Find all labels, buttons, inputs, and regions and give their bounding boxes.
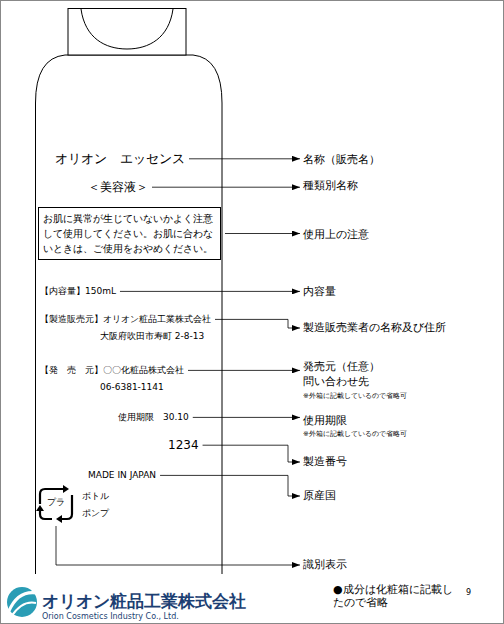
leader-line [215,319,300,328]
company-name-en: Orion Cosmetics Industry Co., Ltd. [42,612,179,622]
callout-label: 使用期限 [303,414,347,427]
origin-country: MADE IN JAPAN [88,470,156,481]
leader-line [152,187,300,188]
recycle-arrow [40,511,52,519]
note-text: ※外箱に記載しているので省略可 [303,392,407,400]
caution-box: お肌に異常が生じていないかよく注意 して使用してください。お肌に合わな いときは… [38,207,221,260]
recycle-head [63,485,69,493]
leader-line [193,417,300,418]
page-number: 9 [466,588,471,598]
callout-label: 識別表示 [303,558,347,571]
manufacturer-address: 大阪府吹田市寿町 2-8-13 [100,331,204,342]
lot-number: 1234 [168,438,199,452]
expiry-date: 使用期限 30.10 [118,412,189,423]
leader-line [120,291,300,292]
material-text: ボトル [82,491,109,502]
callout-label: 名称（販売名） [303,153,380,166]
logo-disc [7,587,37,617]
category-name: ＜美容液＞ [88,180,148,194]
leader-line [225,233,300,234]
bottle-cap [68,9,186,56]
leader-line [56,526,300,565]
bottle-outline: オリオン エッセンス ＜美容液＞ 【内容量】150mL 【製造販売元】オリオン粧品工業… [35,8,223,578]
leader-line [189,158,300,159]
content-volume: 【内容量】150mL [40,286,116,297]
callout-label: 問い合わせ先 [303,375,369,388]
callout-label: 発売元（任意） [303,360,380,373]
callout-label: 製造販売業者の名称及び住所 [303,321,446,334]
leader-line [160,475,300,496]
distributor: 【発 売 元】〇〇化粧品株式会社 [40,365,184,376]
material-text: ポンプ [82,508,109,519]
note-text: ●成分は化粧箱に記載し たので省略 [333,583,457,609]
recycle-symbol [36,485,72,523]
cap-curve [81,9,173,49]
callout-label: 使用上の注意 [303,228,369,241]
phone-number: 06-6381-1141 [100,382,164,393]
bottle-body [36,55,223,574]
callout-label: 種類別名称 [303,179,358,192]
logo-swoosh [11,603,36,617]
callout-label: 原産国 [303,489,336,502]
recycle-head [36,505,44,511]
caution-text: お肌に異常が生じていないかよく注意 して使用してください。お肌に合わな いときは… [43,211,216,256]
recycle-head [56,515,62,523]
leader-line [188,370,300,371]
company-logo [7,587,37,617]
company-name: オリオン粧品工業株式会社 [42,591,246,611]
product-name: オリオン エッセンス [55,151,185,167]
manufacturer: 【製造販売元】オリオン粧品工業株式会社 [40,314,211,325]
leader-line [203,445,300,462]
note-text: ※外箱に記載しているので省略可 [303,430,407,438]
recycle-mark-text: プラ [47,497,65,508]
callout-label: 内容量 [303,285,336,298]
callout-label: 製造番号 [303,455,347,468]
